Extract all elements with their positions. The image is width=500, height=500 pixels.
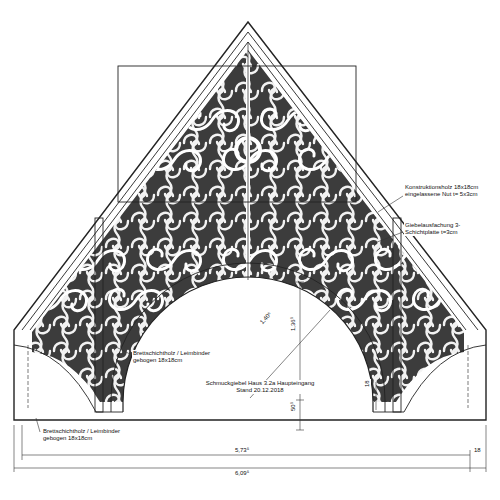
dimension-value: 1,36⁵ [290,316,297,332]
dimension-value: 6,09⁵ [234,470,250,477]
dimension-value: 18 [473,447,482,454]
annotation-note: Konstruktionsholz 18x18cm eingelassene N… [404,184,488,198]
annotation-note: Giebelausfachung 3-Schichtplatte t=3cm [404,222,482,236]
dimension-lines [14,196,486,472]
dimension-value: 5,73⁵ [234,447,250,454]
dimension-value: 18 [364,379,371,388]
dimension-value: 50⁵ [290,401,297,412]
dimension-value: 1,40⁵ [258,310,274,327]
annotation-note: Schmuckgiebel Haus 3.2a Haupteingang Sta… [204,380,316,394]
gable-outline [14,22,486,420]
annotation-note: Brettschichtholz / Leimbinder gebogen 18… [42,428,136,442]
annotation-note: Brettschichtholz / Leimbinder gebogen 18… [132,350,218,364]
